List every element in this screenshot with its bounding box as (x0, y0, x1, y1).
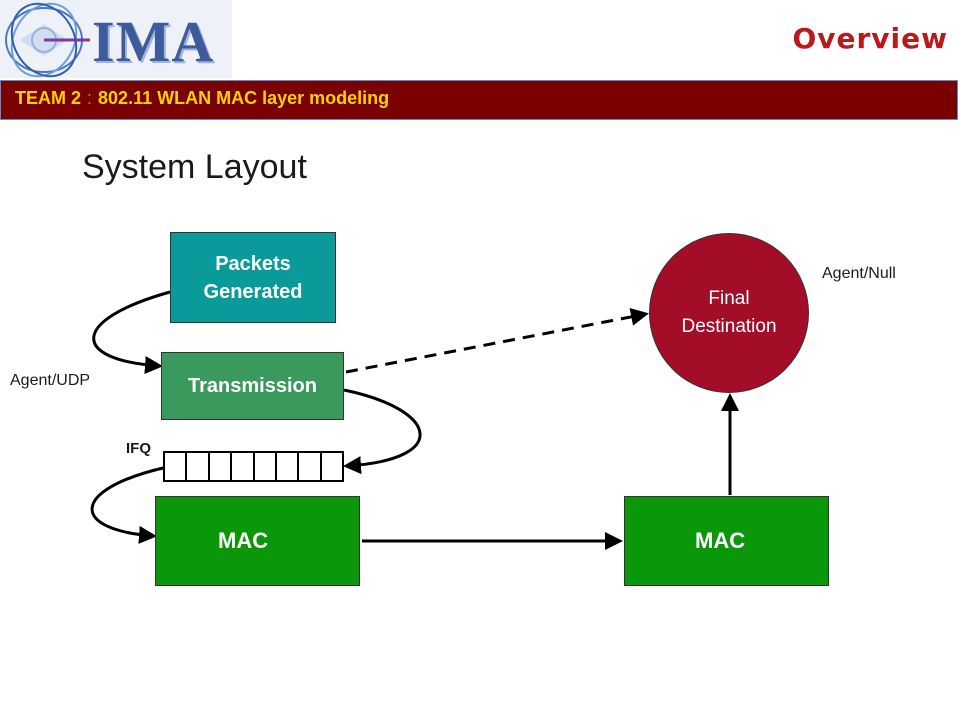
queue-slot (165, 453, 188, 480)
mac-sender-node: MAC (155, 496, 360, 586)
ifq-label: IFQ (126, 440, 151, 457)
team-topic: 802.11 WLAN MAC layer modeling (98, 88, 390, 108)
queue-slot (187, 453, 210, 480)
logo-text: IMA (92, 9, 215, 74)
packets-generated-node: Packets Generated (170, 232, 336, 323)
team-banner: TEAM 2:802.11 WLAN MAC layer modeling (0, 80, 958, 120)
mac-receiver-node: MAC (624, 496, 829, 586)
transmission-node: Transmission (161, 352, 344, 420)
arrow-transmission-to-queue (343, 388, 422, 475)
agent-udp-label: Agent/UDP (10, 372, 91, 389)
arrow-queue-to-mac (90, 466, 164, 544)
queue-slot (232, 453, 255, 480)
queue-slot (277, 453, 300, 480)
ima-logo: IMA (0, 0, 232, 78)
ifq-queue (163, 451, 344, 482)
team-separator: : (87, 88, 93, 108)
agent-null-label: Agent/Null (822, 265, 896, 282)
queue-slot (322, 453, 342, 480)
final-destination-node: Final Destination (649, 233, 809, 393)
page-title: System Layout (82, 148, 307, 186)
section-title: Overview (792, 22, 948, 55)
team-label: TEAM 2 (15, 88, 82, 108)
team-banner-text: TEAM 2:802.11 WLAN MAC layer modeling (15, 88, 389, 109)
queue-slot (210, 453, 233, 480)
logo-emblem-icon (0, 0, 232, 78)
arrow-transmission-to-destination (345, 308, 649, 374)
queue-slot (255, 453, 277, 480)
queue-slot (299, 453, 322, 480)
arrow-packets-to-transmission (92, 290, 171, 374)
